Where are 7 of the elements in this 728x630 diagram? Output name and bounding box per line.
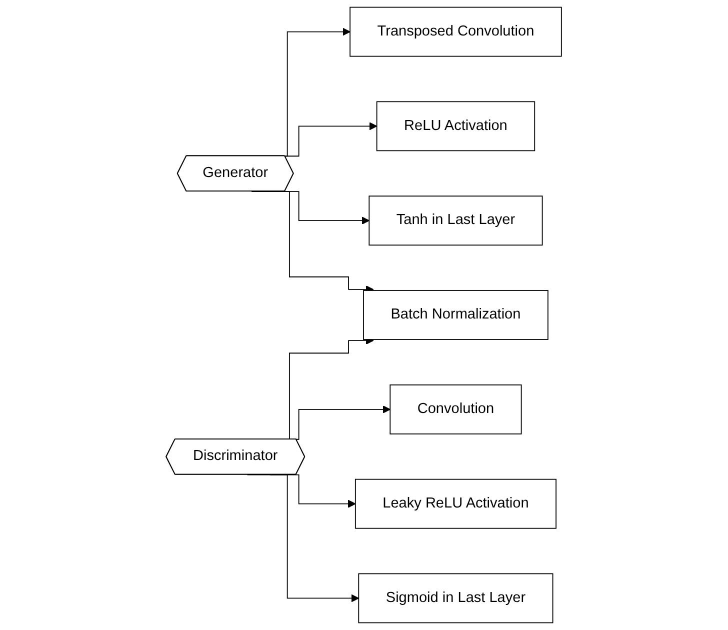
node-box: Sigmoid in Last Layer bbox=[358, 573, 554, 624]
node-box: Leaky ReLU Activation bbox=[355, 478, 557, 529]
node-box: Tanh in Last Layer bbox=[368, 196, 543, 246]
node-box: Batch Normalization bbox=[363, 290, 549, 340]
node-box: Transposed Convolution bbox=[350, 6, 562, 57]
node-box: Convolution bbox=[390, 384, 522, 434]
node-box: ReLU Activation bbox=[376, 101, 536, 152]
